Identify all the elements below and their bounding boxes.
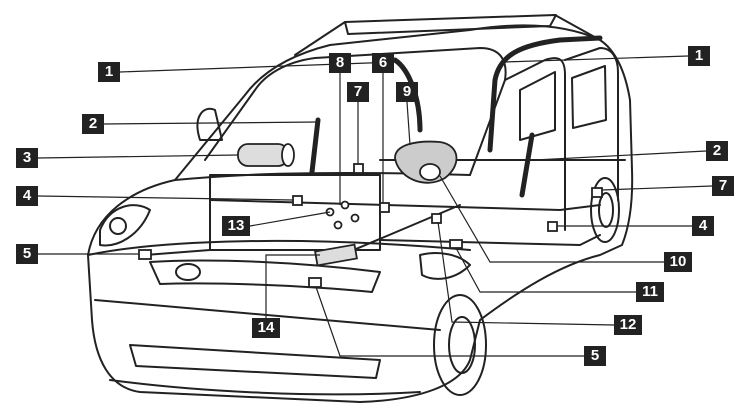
side-sensor-left	[292, 195, 303, 206]
connector-cluster-4	[350, 213, 360, 223]
callout-3: 3	[16, 148, 38, 168]
leader-11	[455, 247, 636, 293]
roof-rail	[294, 14, 601, 56]
curtain-airbag-right	[487, 35, 603, 153]
callout-5-bottom: 5	[584, 346, 606, 366]
leader-4-left	[37, 195, 294, 201]
rear-wheel-hub	[598, 192, 614, 228]
callout-7-right: 7	[712, 176, 734, 196]
callout-13: 13	[222, 216, 250, 236]
leader-14	[265, 254, 320, 318]
leader-1-left	[119, 61, 396, 73]
leader-13	[249, 211, 331, 227]
callout-8: 8	[329, 53, 351, 73]
callout-5-left: 5	[16, 244, 38, 264]
leader-7-right	[601, 185, 713, 191]
side-window	[519, 71, 556, 141]
vehicle-body-outline	[87, 24, 634, 403]
rear-door-frame	[564, 47, 619, 201]
front-sensor-left	[138, 249, 152, 260]
callout-4-left: 4	[16, 186, 38, 206]
leader-12	[437, 221, 615, 326]
bumper-lip	[109, 379, 421, 396]
side-airbag-strut-right	[519, 132, 535, 198]
rear-window	[571, 65, 607, 129]
connector-cluster-2	[340, 200, 350, 210]
callout-1-left: 1	[98, 62, 120, 82]
passenger-airbag-module	[237, 143, 295, 167]
leader-3	[37, 154, 239, 159]
pretensioner-connector	[431, 213, 442, 224]
callout-7-left: 7	[347, 82, 369, 102]
callout-4-right: 4	[692, 216, 714, 236]
headlight-lens-left	[109, 217, 127, 235]
callout-2-left: 2	[82, 114, 104, 134]
side-sensor-right	[547, 221, 558, 232]
knee-connector	[449, 239, 463, 249]
headlight-right	[419, 252, 471, 280]
side-airbag-strut-left	[309, 117, 321, 175]
connector-cluster-3	[333, 220, 343, 230]
front-wheel-hub	[448, 316, 476, 374]
headlight-left	[99, 204, 151, 247]
harness-front-loop	[209, 174, 381, 251]
callout-14: 14	[252, 318, 280, 338]
callout-12: 12	[614, 315, 642, 335]
windshield	[204, 47, 507, 176]
front-wheel	[433, 294, 487, 396]
callout-10: 10	[664, 252, 692, 272]
rear-wheel	[590, 177, 620, 243]
callout-11: 11	[636, 282, 664, 302]
callout-2-right: 2	[706, 141, 728, 161]
center-connector	[379, 202, 390, 213]
emblem	[175, 263, 201, 281]
roof-rail-inner	[344, 14, 557, 35]
leader-2-right	[534, 150, 707, 161]
callout-1-right: 1	[688, 46, 710, 66]
leader-5-bottom	[315, 286, 584, 357]
grille	[149, 259, 381, 293]
front-sensor-center	[308, 277, 322, 288]
hood-edge	[87, 239, 471, 256]
callout-9: 9	[396, 82, 418, 102]
callout-6: 6	[372, 53, 394, 73]
side-mirror	[196, 107, 223, 141]
leader-9	[406, 101, 411, 146]
rear-sensor-right	[591, 187, 603, 198]
harness-to-sensor	[144, 249, 211, 256]
airbag-ecu	[314, 243, 358, 267]
harness-cross-main	[209, 199, 601, 211]
harness-lower	[379, 234, 601, 246]
lower-grille	[129, 344, 381, 379]
rear-sensor-center	[353, 163, 364, 174]
steering-wheel-airbag	[394, 140, 458, 184]
leader-2-left	[103, 121, 319, 125]
leader-1-right	[504, 55, 689, 63]
leader-10	[439, 175, 664, 263]
